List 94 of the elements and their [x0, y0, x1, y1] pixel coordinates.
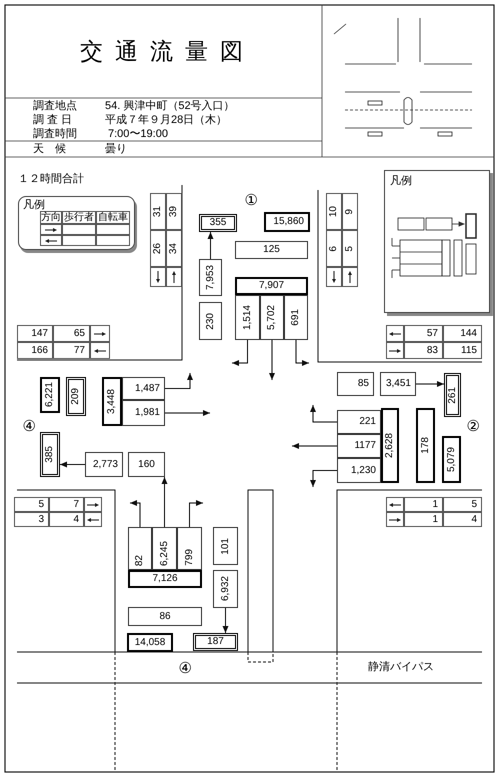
text-label: 調査地点 — [33, 99, 78, 113]
count-box: 82 — [128, 527, 152, 570]
flow-arrow — [310, 470, 338, 488]
count-box: 6,932 — [213, 570, 238, 608]
diagram-title: 交通流量図 — [80, 37, 256, 66]
count-box: 1,514 — [235, 295, 260, 340]
count-value: 166 — [17, 342, 53, 359]
count-value: 115 — [443, 342, 482, 359]
count-value: 77 — [53, 342, 90, 359]
text-label: 天 候 — [33, 142, 67, 156]
count-box: 187 — [193, 633, 238, 651]
count-value: 10 — [326, 193, 342, 230]
flow-arrow — [60, 462, 86, 468]
count-box: 125 — [235, 241, 308, 259]
approach-number: ④ — [22, 418, 36, 435]
count-box: 5,702 — [260, 295, 284, 340]
count-value: 65 — [53, 325, 90, 342]
count-value: 147 — [17, 325, 53, 342]
count-value: 57 — [404, 325, 443, 342]
flow-arrow — [292, 443, 338, 449]
count-box: 86 — [128, 607, 202, 626]
flow-arrow — [296, 340, 310, 366]
count-box: 261 — [444, 373, 461, 417]
count-box: 221 — [337, 410, 381, 434]
text-label: 調 査 日 — [33, 113, 74, 127]
text-label: 調査時間 — [33, 127, 78, 141]
text-label: 凡例 — [23, 198, 46, 210]
count-box: 691 — [284, 295, 308, 340]
count-value: 7 — [49, 497, 84, 512]
count-box: 1,230 — [337, 458, 381, 483]
count-box: 385 — [40, 432, 60, 477]
text-label: 54. 興津中町（52号入口） — [105, 99, 236, 113]
count-value: 5 — [443, 497, 482, 512]
count-value: 4 — [49, 512, 84, 527]
count-value: 6 — [326, 230, 342, 267]
count-value: 1 — [404, 512, 443, 527]
count-value: 5 — [14, 497, 49, 512]
count-value: 34 — [166, 230, 182, 267]
count-box: 1177 — [337, 434, 381, 458]
count-box: 7,907 — [235, 277, 308, 295]
count-box: 160 — [128, 452, 165, 477]
count-box: 178 — [416, 408, 435, 483]
flow-arrow — [130, 500, 140, 528]
count-value: 4 — [443, 512, 482, 527]
count-box: 3,451 — [380, 372, 416, 396]
flow-arrow — [164, 372, 193, 389]
count-box: 1,487 — [122, 377, 165, 400]
count-box: 355 — [199, 214, 237, 232]
text-label: 凡例 — [390, 174, 413, 187]
count-value: 3 — [14, 512, 49, 527]
flow-arrow — [189, 500, 204, 528]
count-value: 31 — [150, 193, 166, 230]
text-label: 静清バイパス — [368, 660, 435, 675]
count-value: 5 — [342, 230, 358, 267]
count-box: 3,448 — [102, 377, 122, 426]
count-box: 85 — [337, 372, 374, 396]
count-box: 6,221 — [40, 377, 60, 413]
count-value: 39 — [166, 193, 182, 230]
count-box: 5,079 — [442, 436, 461, 483]
flow-arrow — [416, 381, 444, 387]
count-box: 7,126 — [128, 570, 202, 588]
count-box: 1,981 — [122, 400, 165, 426]
text-label: １２時間合計 — [18, 172, 85, 187]
text-label: 平成７年９月28日（木） — [105, 113, 228, 127]
count-value: 26 — [150, 230, 166, 267]
count-value: 9 — [342, 193, 358, 230]
column-header: 自転車 — [96, 211, 130, 224]
count-box: 15,860 — [264, 212, 310, 232]
count-value: 144 — [443, 325, 482, 342]
count-box: 101 — [213, 527, 238, 565]
flow-arrow — [310, 404, 338, 422]
flow-arrow — [222, 608, 228, 634]
count-value: 1 — [404, 497, 443, 512]
count-box: 2,628 — [381, 408, 399, 483]
approach-number: ① — [244, 192, 258, 209]
approach-number: ④ — [178, 660, 192, 677]
flow-arrow — [164, 410, 210, 416]
text-label: 7:00〜19:00 — [108, 127, 169, 141]
count-box: 6,245 — [152, 527, 177, 570]
count-box: 2,773 — [85, 452, 123, 477]
count-box: 799 — [177, 527, 202, 570]
count-box: 7,953 — [199, 259, 222, 296]
flow-arrow — [162, 476, 168, 528]
column-header: 歩行者 — [62, 211, 96, 224]
approach-number: ② — [466, 418, 480, 435]
count-value: 83 — [404, 342, 443, 359]
column-header: 方向 — [40, 211, 62, 224]
count-box: 209 — [66, 377, 86, 416]
flow-arrow — [208, 232, 214, 260]
count-box: 14,058 — [127, 633, 173, 652]
text-label: 曇り — [105, 142, 128, 156]
count-box: 230 — [199, 302, 222, 340]
flow-arrow — [232, 340, 248, 366]
flow-arrow — [269, 340, 275, 380]
